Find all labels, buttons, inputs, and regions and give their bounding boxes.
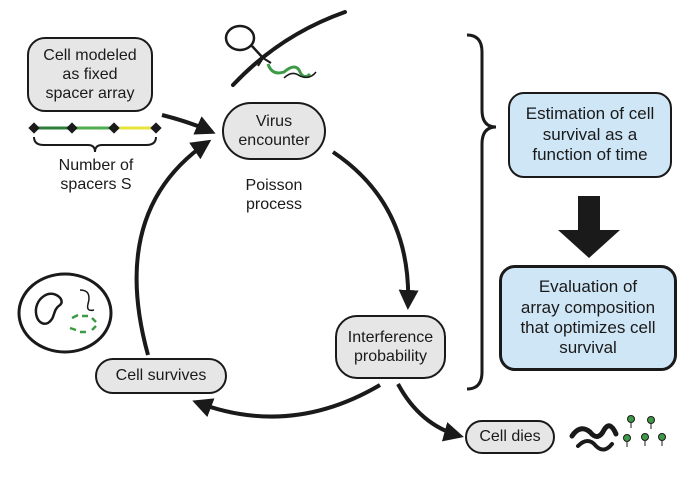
evaluation-node: Evaluation of array composition that opt… [499, 265, 677, 371]
released-phages-icon [623, 415, 666, 447]
arrow-spacer-to-virus [161, 113, 216, 135]
cell-modeled-node: Cell modeled as fixed spacer array [27, 37, 153, 112]
curly-brace [466, 33, 497, 391]
arrow-interference-to-survives [192, 383, 382, 419]
arrow-interference-to-dies [396, 383, 464, 442]
spacer-count-bracket [33, 136, 157, 153]
spacer-array-icon [28, 122, 162, 134]
virus-encounter-node: Virus encounter [222, 102, 326, 160]
down-arrow [558, 196, 620, 258]
cell-survives-node: Cell survives [95, 358, 227, 394]
arrow-survives-to-virus [134, 139, 212, 356]
cell-dies-node: Cell dies [465, 420, 555, 454]
poisson-process-label: Poisson process [245, 177, 303, 214]
phage-infection-icon [224, 10, 347, 87]
surviving-cell-icon [17, 272, 113, 354]
dead-cell-debris-icon [569, 423, 619, 452]
interference-probability-node: Interference probability [335, 315, 446, 379]
estimation-node: Estimation of cell survival as a functio… [508, 92, 672, 178]
spacer-count-label: Number of spacers S [58, 157, 134, 194]
arrow-virus-to-interference [331, 150, 419, 310]
